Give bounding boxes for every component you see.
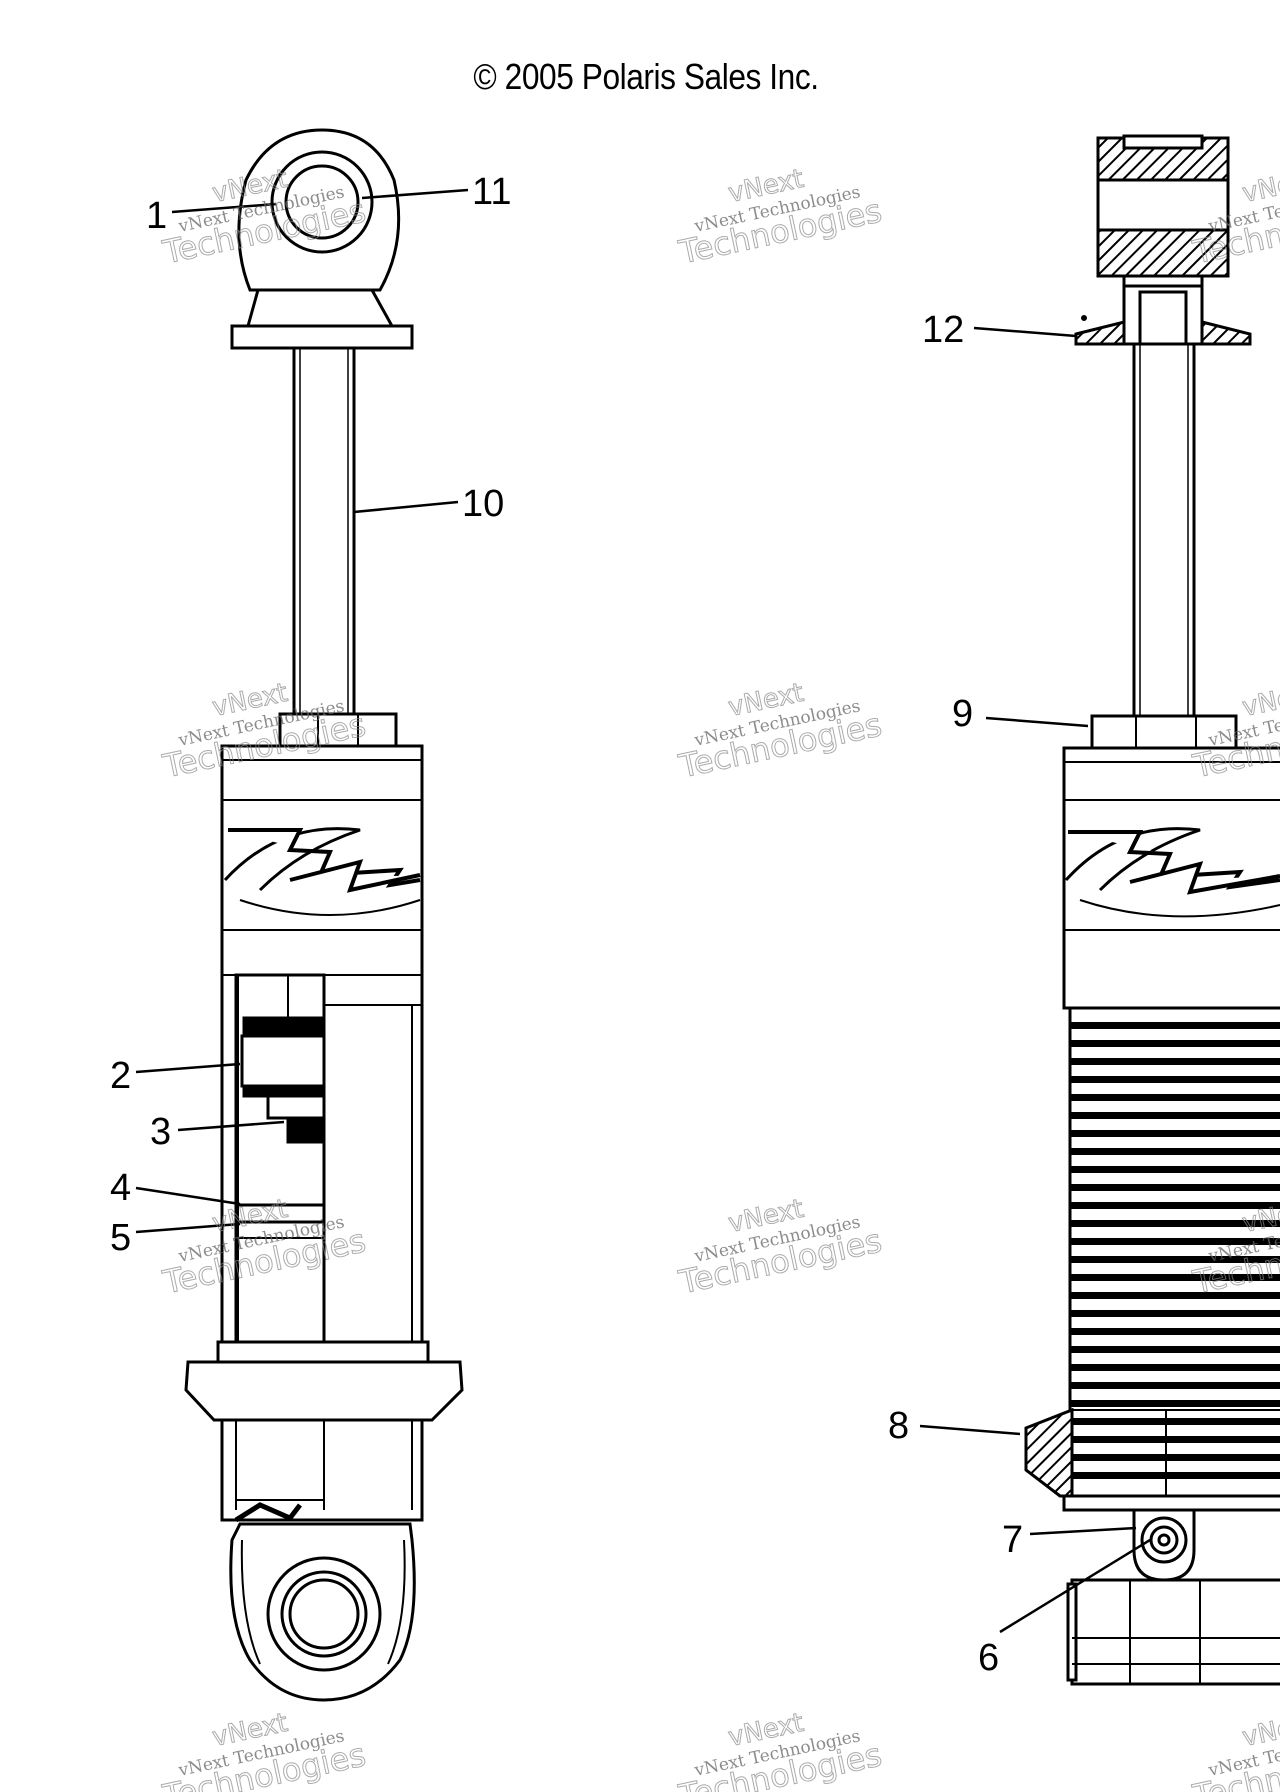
spring-coil [1070,1400,1280,1407]
spring-coil [1070,1436,1280,1443]
callout-4: 4 [110,1167,131,1209]
spring-coil [1070,1184,1280,1191]
spring-coil [1070,1040,1280,1047]
spring-coil [1070,1094,1280,1101]
spring-coil [1070,1328,1280,1335]
callout-11: 11 [472,171,511,213]
right-shock [1024,134,1280,1686]
spring-coil [1070,1292,1280,1299]
spring-coil [1070,1058,1280,1065]
callout-2: 2 [110,1055,131,1097]
spring-coil [1070,1166,1280,1173]
left-shock [184,128,464,1702]
copyright-notice: © 2005 Polaris Sales Inc. [473,56,819,97]
callout-12: 12 [922,309,964,351]
spring-coil [1070,1220,1280,1227]
spring-coil [1070,1472,1280,1479]
spring-coil [1070,1130,1280,1137]
callout-5: 5 [110,1217,131,1259]
spring-coil [1070,1274,1280,1281]
spring-coil [1070,1382,1280,1389]
spring-coil [1070,1418,1280,1425]
spring-coil [1070,1364,1280,1371]
spring-coils [1070,1022,1280,1479]
spring-coil [1070,1454,1280,1461]
callout-1: 1 [146,195,167,237]
callout-10: 10 [462,483,504,525]
callout-7: 7 [1002,1519,1023,1561]
spring-coil [1070,1076,1280,1083]
callout-6: 6 [978,1637,999,1679]
spring-coil [1070,1310,1280,1317]
leader-lines [135,188,1151,1634]
spring-coil [1070,1346,1280,1353]
callout-9: 9 [952,693,973,735]
spring-coil [1070,1238,1280,1245]
spring-coil [1070,1022,1280,1029]
spring-coil [1070,1256,1280,1263]
callout-3: 3 [150,1111,171,1153]
spring-coil [1070,1148,1280,1155]
spring-coil [1070,1202,1280,1209]
callout-8: 8 [888,1405,909,1447]
callout-labels: 1 11 10 2 3 4 5 12 9 8 7 6 [110,171,1023,1679]
spring-coil [1070,1112,1280,1119]
